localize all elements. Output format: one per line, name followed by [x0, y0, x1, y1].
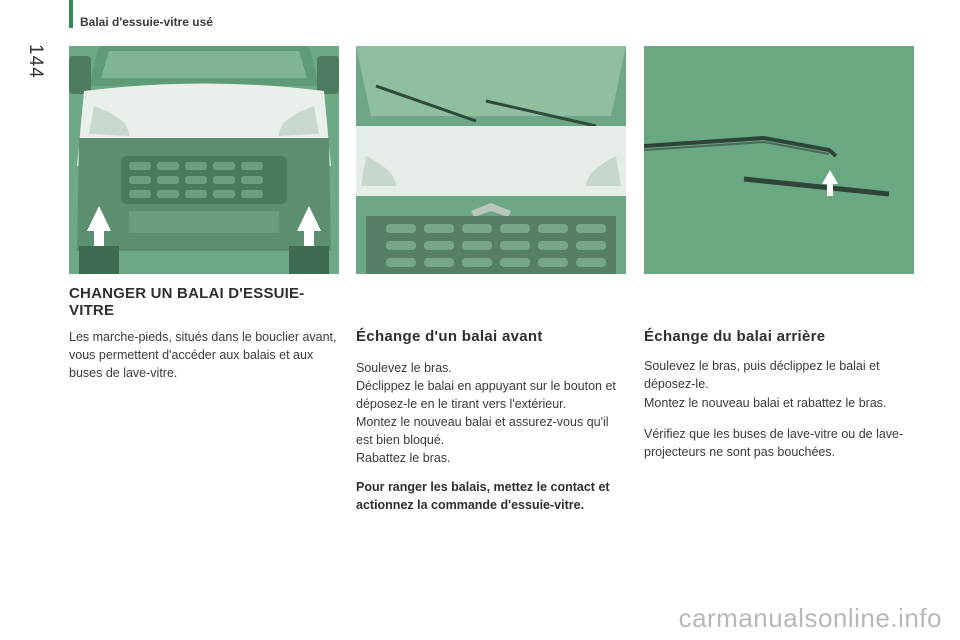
- header-accent-bar: [69, 0, 73, 28]
- front-step-4: Rabattez le bras.: [356, 451, 451, 465]
- front-step-2: Déclippez le balai en appuyant sur le bo…: [356, 379, 616, 411]
- watermark: carmanualsonline.info: [678, 603, 942, 633]
- intro-paragraph: Les marche-pieds, situés dans le bouclie…: [69, 330, 337, 380]
- front-step-3: Montez le nouveau balai et assurez-vous …: [356, 415, 609, 447]
- rear-step-2: Montez le nouveau balai et rabattez le b…: [644, 396, 887, 410]
- rear-wiper-heading: Échange du balai arrière: [644, 328, 826, 345]
- section-title: Balai d'essuie-vitre usé: [80, 15, 213, 29]
- main-heading: CHANGER UN BALAI D'ESSUIE-VITRE: [69, 285, 305, 319]
- front-bumper-steps-photo: [69, 46, 339, 274]
- front-step-1: Soulevez le bras.: [356, 361, 452, 375]
- rear-note: Vérifiez que les buses de lave-vitre ou …: [644, 427, 904, 459]
- front-wiper-heading: Échange d'un balai avant: [356, 328, 543, 345]
- rear-step-1: Soulevez le bras, puis déclippez le bala…: [644, 359, 880, 391]
- wiper-blade-removal-photo: [644, 46, 914, 274]
- front-note: Pour ranger les balais, mettez le contac…: [356, 480, 610, 512]
- front-wiper-photo: [356, 46, 626, 274]
- page-number: 144: [25, 44, 46, 79]
